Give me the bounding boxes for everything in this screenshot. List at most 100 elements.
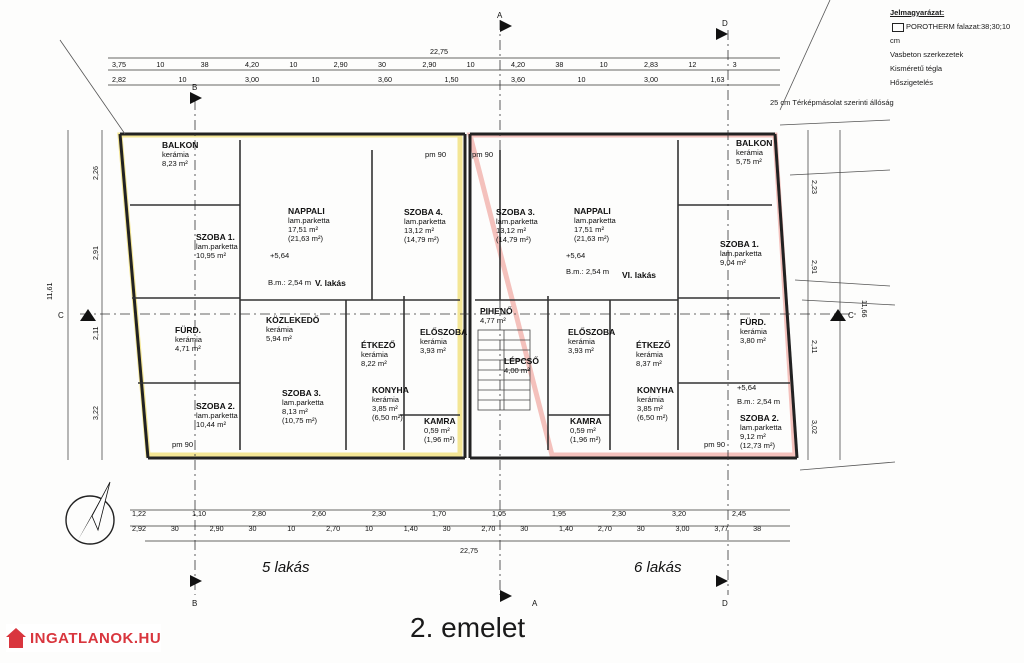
pm-label-2: pm 90 bbox=[472, 150, 493, 159]
bm-right: B.m.: 2,54 m bbox=[566, 267, 609, 276]
room-name: SZOBA 2. bbox=[740, 413, 779, 423]
room-area2: (10,75 m²) bbox=[282, 416, 317, 425]
dim-left-col: 2,11 bbox=[91, 327, 100, 340]
section-a-top: A bbox=[497, 11, 503, 20]
dim-total-right: 11,66 bbox=[860, 300, 869, 317]
dim-right-col: 2,91 bbox=[810, 260, 819, 274]
dim-right-col: 2,11 bbox=[810, 340, 819, 353]
dim-top-row2: 2,82 bbox=[112, 75, 126, 84]
dim-bottom-row1: 2,30 bbox=[372, 509, 386, 518]
dim-top-row1: 10 bbox=[467, 60, 475, 69]
apartment-note-left: 5 lakás bbox=[262, 559, 310, 576]
dim-top-row2: 3,60 bbox=[511, 75, 525, 84]
legend: Jelmagyarázat: POROTHERM falazat:38;30;1… bbox=[890, 6, 1018, 90]
room-area: 17,51 m² bbox=[288, 225, 318, 234]
dim-bottom-row2: 38 bbox=[753, 524, 761, 533]
section-b-bottom: B bbox=[192, 599, 197, 608]
room-area: 9,12 m² bbox=[740, 432, 766, 441]
dim-top-row1: 2,90 bbox=[334, 60, 348, 69]
dim-top-row2: 10 bbox=[312, 75, 320, 84]
apartment-note-right: 6 lakás bbox=[634, 559, 682, 576]
section-d-top: D bbox=[722, 19, 728, 28]
legend-item-label: Vasbeton szerkezetek bbox=[890, 50, 964, 59]
room-finish: lam.parketta bbox=[196, 242, 239, 251]
room-name: ELŐSZOBA bbox=[568, 326, 615, 337]
legend-item-vasbeton: Vasbeton szerkezetek bbox=[890, 48, 1018, 62]
dim-left-col: 3,22 bbox=[91, 406, 100, 420]
dim-total-bottom: 22,75 bbox=[460, 546, 478, 555]
room-area: 5,94 m² bbox=[266, 334, 292, 343]
room-finish: kerámia bbox=[568, 337, 596, 346]
dim-bottom-row2: 30 bbox=[637, 524, 645, 533]
outer-walls bbox=[118, 132, 799, 460]
room-area: 8,13 m² bbox=[282, 407, 308, 416]
section-markers bbox=[80, 20, 846, 602]
legend-item-label: Hőszigetelés bbox=[890, 78, 933, 87]
pm-label-1: pm 90 bbox=[425, 150, 446, 159]
bm-left: B.m.: 2,54 m bbox=[268, 278, 311, 287]
floor-title: 2. emelet bbox=[410, 612, 526, 643]
dim-bottom-row2: 30 bbox=[171, 524, 179, 533]
room-finish: kerámia bbox=[420, 337, 448, 346]
room-area2: (14,79 m²) bbox=[404, 235, 439, 244]
room-area: 13,12 m² bbox=[496, 226, 526, 235]
dim-bottom-row2: 2,92 bbox=[132, 524, 146, 533]
room-area: 3,85 m² bbox=[637, 404, 663, 413]
dimension-lines bbox=[67, 57, 841, 542]
dim-bottom-row1: 2,60 bbox=[312, 509, 326, 518]
dim-top-row1: 10 bbox=[156, 60, 164, 69]
room-finish: lam.parketta bbox=[288, 216, 331, 225]
watermark-text: INGATLANOK.HU bbox=[30, 629, 162, 647]
room-area: 3,93 m² bbox=[568, 346, 594, 355]
pm-label-3: pm 90 bbox=[172, 440, 193, 449]
room-name: KONYHA bbox=[637, 385, 674, 395]
room-finish: kerámia bbox=[736, 148, 764, 157]
bm-right-2: B.m.: 2,54 m bbox=[737, 397, 780, 406]
room-name: SZOBA 2. bbox=[196, 401, 235, 411]
room-finish: lam.parketta bbox=[196, 411, 239, 420]
dim-bottom-row2: 2,70 bbox=[481, 524, 495, 533]
dim-top-row1: 10 bbox=[289, 60, 297, 69]
dim-bottom-row2: 10 bbox=[287, 524, 295, 533]
apartment-6-highlight bbox=[466, 132, 798, 458]
room-name: ÉTKEZŐ bbox=[636, 339, 671, 350]
dim-top-row1: 3,75 bbox=[112, 60, 126, 69]
dim-top-row2: 10 bbox=[179, 75, 187, 84]
dim-top-row1: 4,20 bbox=[511, 60, 525, 69]
legend-item-porotherm: POROTHERM falazat:38;30;10 cm bbox=[890, 20, 1018, 48]
dim-bottom-row1: 1,22 bbox=[132, 509, 146, 518]
dim-top-row1: 2,90 bbox=[422, 60, 436, 69]
room-name: SZOBA 3. bbox=[282, 388, 321, 398]
room-finish: kerámia bbox=[266, 325, 294, 334]
room-area: 3,85 m² bbox=[372, 404, 398, 413]
dim-top-row2: 1,50 bbox=[445, 75, 459, 84]
room-name: KAMRA bbox=[424, 416, 456, 426]
legend-heading: Jelmagyarázat: bbox=[890, 8, 945, 17]
dim-left-col: 2,26 bbox=[91, 166, 100, 180]
dim-top-row2: 1,63 bbox=[711, 75, 725, 84]
dim-bottom-row2: 2,70 bbox=[598, 524, 612, 533]
room-area2: (21,63 m²) bbox=[574, 234, 609, 243]
room-finish: kerámia bbox=[361, 350, 389, 359]
room-area: 0,59 m² bbox=[570, 426, 596, 435]
room-finish: kerámia bbox=[162, 150, 190, 159]
room-name: LÉPCSŐ bbox=[504, 355, 539, 366]
room-name: BALKON bbox=[162, 140, 198, 150]
room-name: SZOBA 4. bbox=[404, 207, 443, 217]
room-area: 13,12 m² bbox=[404, 226, 434, 235]
watermark-logo[interactable]: INGATLANOK.HU bbox=[6, 624, 162, 652]
legend-item-label: Kisméretű tégla bbox=[890, 64, 943, 73]
room-area: 0,59 m² bbox=[424, 426, 450, 435]
room-area2: (6,50 m²) bbox=[637, 413, 668, 422]
room-finish: lam.parketta bbox=[282, 398, 325, 407]
dim-bottom-row2: 1,40 bbox=[559, 524, 573, 533]
house-icon bbox=[6, 628, 26, 648]
room-finish: kerámia bbox=[636, 350, 664, 359]
dim-top-row2: 3,00 bbox=[644, 75, 658, 84]
room-name: SZOBA 1. bbox=[720, 239, 759, 249]
north-arrow bbox=[65, 481, 115, 545]
section-c-left: C bbox=[58, 311, 64, 320]
dim-top-row1: 10 bbox=[600, 60, 608, 69]
